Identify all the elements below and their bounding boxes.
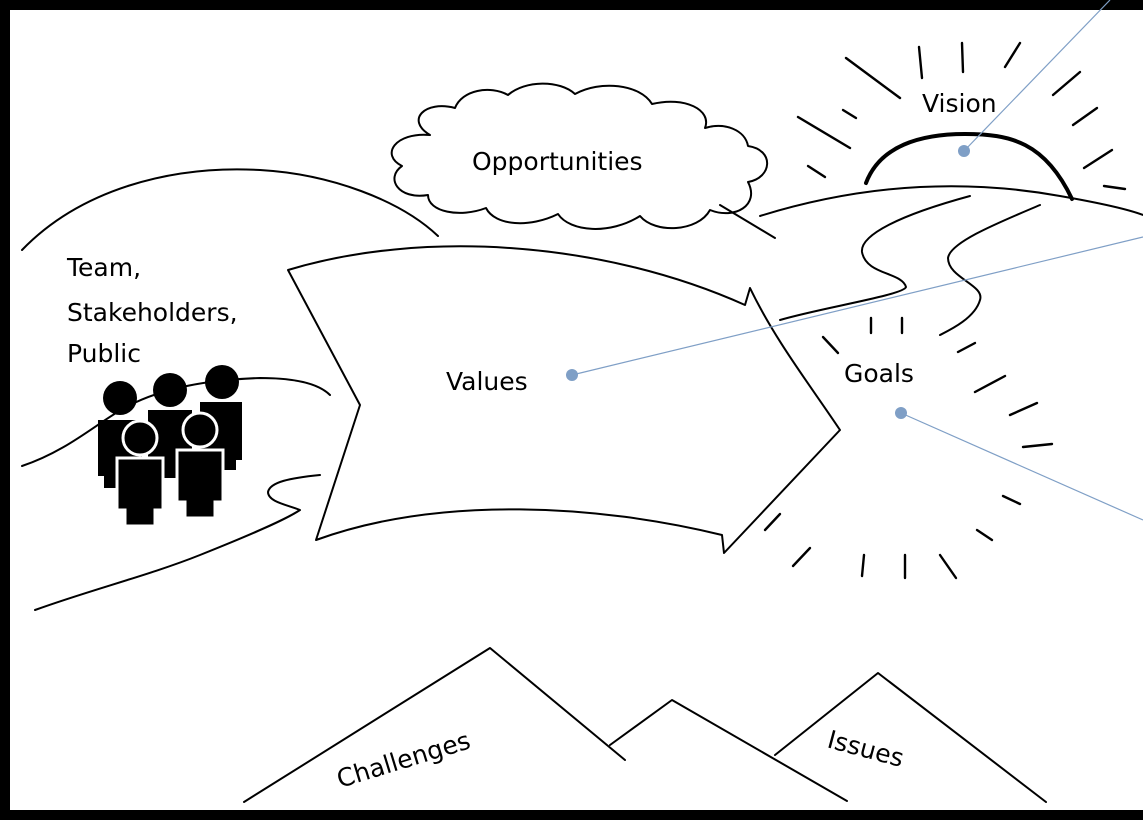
road-inner (779, 195, 971, 321)
right-hill (759, 185, 1143, 217)
mountain-challenges (243, 647, 626, 803)
team-label-line1: Team, (66, 253, 141, 282)
group-of-people-icon (98, 365, 242, 528)
vision-label: Vision (922, 89, 997, 118)
values-label: Values (446, 367, 528, 396)
team-label-line3: Public (67, 339, 141, 368)
mountain-middle (609, 699, 848, 802)
big-arrow-icon (287, 245, 841, 554)
rising-sun-icon (864, 131, 1074, 201)
cloud-tail (719, 204, 776, 239)
issues-label: Issues (824, 725, 907, 773)
goals-burst (763, 316, 1054, 580)
team-label-line2: Stakeholders, (67, 298, 238, 327)
left-hill (21, 168, 439, 251)
road-outer (939, 204, 1041, 336)
cloud-icon (390, 82, 769, 230)
mountain-issues (774, 672, 1047, 803)
left-path-bottom (34, 474, 321, 611)
opportunities-label: Opportunities (472, 147, 643, 176)
sun-rays (796, 41, 1127, 191)
leader-lines (566, 0, 1143, 521)
goals-label: Goals (844, 359, 914, 388)
challenges-label: Challenges (333, 726, 473, 794)
